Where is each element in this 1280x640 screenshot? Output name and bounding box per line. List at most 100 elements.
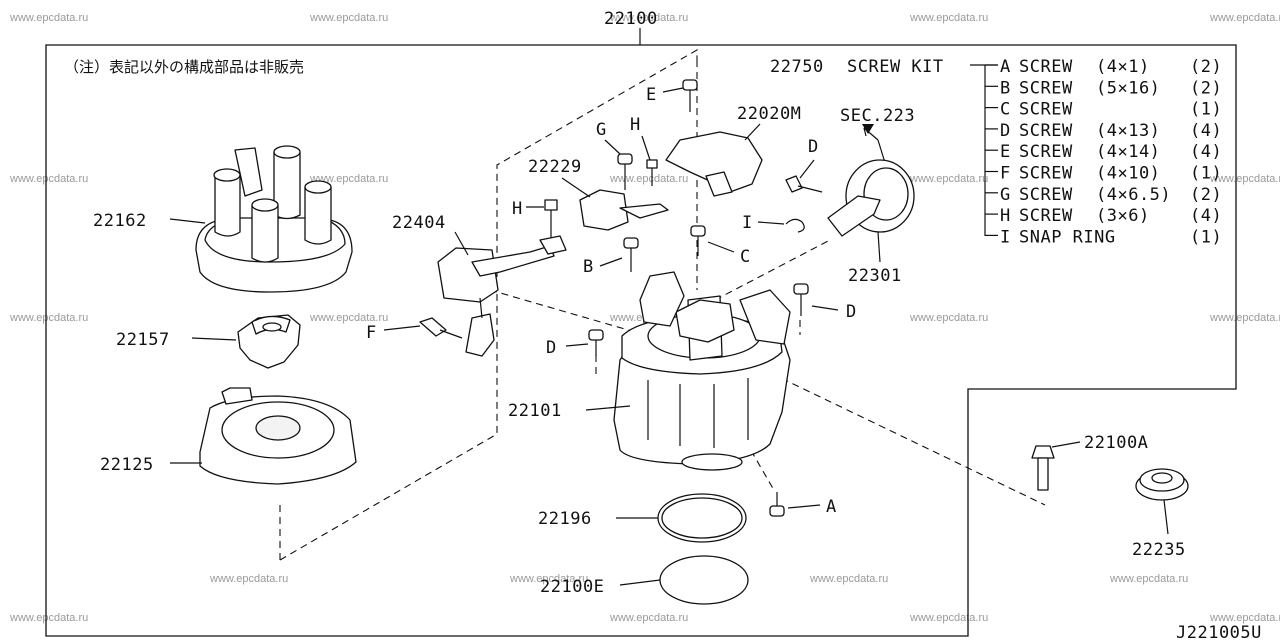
leader-line <box>604 139 621 155</box>
distributor-cap-22162 <box>195 145 353 293</box>
module-body <box>579 189 629 231</box>
cap-tower-top <box>304 180 332 194</box>
screw-shank <box>439 329 463 339</box>
leader-line <box>565 343 589 347</box>
leader-line <box>619 579 661 586</box>
cap-tower <box>304 186 332 245</box>
drawing-code: J221005U <box>1176 623 1262 640</box>
module-lead <box>619 203 669 219</box>
control-rod <box>827 195 881 237</box>
screw-head <box>769 505 785 517</box>
leader-line <box>757 221 785 225</box>
cap-tower <box>214 174 241 237</box>
kit-item-name: SCREW <box>1019 164 1073 184</box>
arrow-head-icon <box>862 124 874 134</box>
callout-d: D <box>808 137 819 157</box>
leader-line <box>662 87 684 93</box>
leader-line <box>744 123 761 141</box>
watermark: www.epcdata.ru <box>309 173 388 185</box>
kit-item-qty: (2) <box>1190 57 1222 77</box>
harness-bracket <box>465 313 495 357</box>
guide-line <box>489 289 681 346</box>
snap-ring-icon <box>785 218 805 233</box>
harness-wire <box>471 245 555 277</box>
kit-title: SCREW KIT <box>847 57 944 77</box>
kit-item-size: (4×1) <box>1096 57 1150 77</box>
watermark: www.epcdata.ru <box>809 573 888 585</box>
assembly-number: 22100 <box>604 9 658 29</box>
pickup-tab <box>705 171 733 197</box>
seal-disc <box>659 555 749 605</box>
watermark: www.epcdata.ru <box>1209 612 1280 624</box>
watermark: www.epcdata.ru <box>9 12 88 24</box>
module-22229 <box>579 189 669 231</box>
housing-boss <box>739 289 791 345</box>
callout-d: D <box>546 338 557 358</box>
callout-a: A <box>826 497 837 517</box>
part-label-22157: 22157 <box>116 330 170 350</box>
kit-item-size: (4×13) <box>1096 121 1160 141</box>
leader-line <box>585 405 631 411</box>
bolt-22100a <box>1031 445 1055 491</box>
part-label-22125: 22125 <box>100 455 154 475</box>
housing-shaft-base <box>681 453 743 471</box>
harness-22404 <box>437 235 567 357</box>
distributor-housing-22101 <box>613 271 791 471</box>
callout-d: D <box>846 302 857 322</box>
watermark: www.epcdata.ru <box>209 573 288 585</box>
rotor-22157 <box>237 314 301 369</box>
screw-head <box>785 175 803 193</box>
screw-b <box>623 237 639 272</box>
part-label-22196: 22196 <box>538 509 592 529</box>
callout-e: E <box>646 85 657 105</box>
housing-boss <box>639 271 685 327</box>
screw-c <box>690 225 706 256</box>
rotor-hub <box>262 322 282 332</box>
kit-item-qty: (1) <box>1190 227 1222 247</box>
kit-item-qty: (1) <box>1190 164 1222 184</box>
leader-line <box>169 218 206 224</box>
callout-g: G <box>596 120 607 140</box>
kit-item-qty: (4) <box>1190 142 1222 162</box>
watermarks: www.epcdata.ru www.epcdata.ru www.epcdat… <box>9 12 1280 624</box>
watermark: www.epcdata.ru <box>9 312 88 324</box>
leader-line <box>383 325 421 331</box>
kit-item-letter: I <box>1000 227 1011 247</box>
screw-h <box>646 159 658 186</box>
part-label-22301: 22301 <box>848 266 902 286</box>
screw-head <box>682 79 698 91</box>
guide-line <box>714 239 831 301</box>
screw-e <box>682 79 698 112</box>
kit-item-letter: B <box>1000 78 1011 98</box>
watermark: www.epcdata.ru <box>909 312 988 324</box>
cap-center-boss <box>234 147 263 197</box>
kit-item-name: SCREW <box>1019 185 1073 205</box>
kit-item-name: SNAP RING <box>1019 227 1116 247</box>
screw-head <box>623 237 639 249</box>
watermark: www.epcdata.ru <box>509 573 588 585</box>
kit-item-size: (4×10) <box>1096 164 1160 184</box>
screw-head <box>646 159 658 169</box>
callout-b: B <box>583 257 594 277</box>
guide-line <box>759 367 1046 506</box>
callout-i: I <box>742 213 753 233</box>
kit-item-letter: H <box>1000 206 1011 226</box>
screw-head <box>690 225 706 237</box>
harness-wire <box>479 297 483 319</box>
cover-hole <box>255 415 301 441</box>
guide-line <box>744 439 776 493</box>
callout-h: H <box>630 115 641 135</box>
watermark: www.epcdata.ru <box>9 612 88 624</box>
kit-item-name: SCREW <box>1019 57 1073 77</box>
watermark: www.epcdata.ru <box>309 312 388 324</box>
assembly-frame <box>45 44 1237 637</box>
o-ring-inner <box>661 497 743 539</box>
